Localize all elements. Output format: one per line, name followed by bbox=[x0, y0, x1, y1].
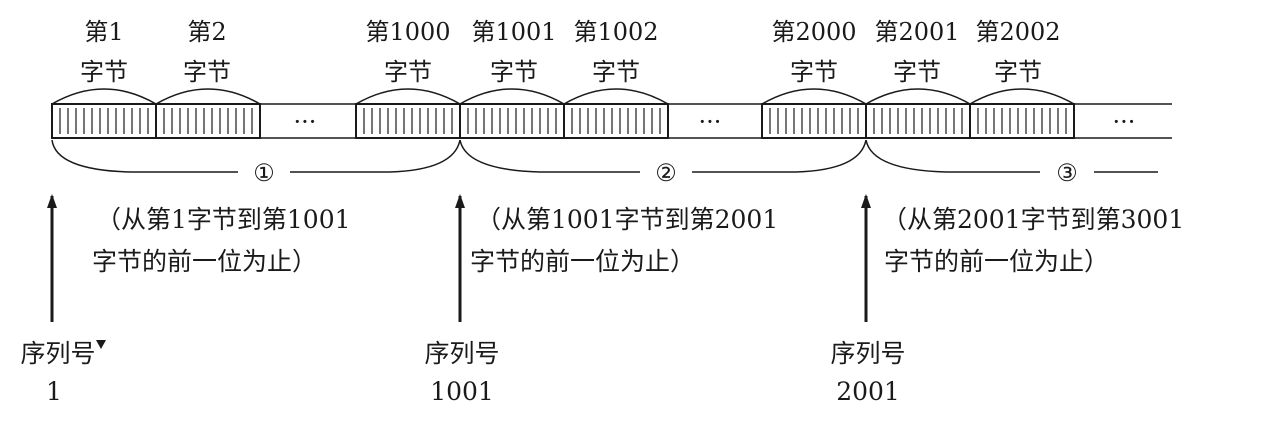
byte-label-2002-line1: 第2002 bbox=[975, 18, 1060, 46]
segment-3-desc-line1: （从第2001字节到第3001 bbox=[882, 205, 1184, 234]
byte-label-2-line2: 字节 bbox=[183, 58, 231, 86]
segment-braces bbox=[51, 139, 1158, 173]
brace-2-right bbox=[692, 139, 867, 173]
byte-label-1-line1: 第1 bbox=[84, 18, 123, 46]
segment-2-desc-line2: 字节的前一位为止） bbox=[470, 247, 695, 276]
sequence-labels: 序列号 1 序列号 1001 序列号 2001 bbox=[20, 339, 905, 406]
arch-byte-2 bbox=[155, 88, 261, 105]
seq-value-1: 1 bbox=[46, 377, 62, 406]
byte-cells bbox=[51, 103, 1075, 139]
segment-marker-3: ③ bbox=[1056, 159, 1078, 187]
byte-label-2001-line1: 第2001 bbox=[874, 18, 959, 46]
seq-label-1: 序列号 bbox=[20, 339, 95, 368]
arch-byte-2000 bbox=[761, 88, 867, 105]
byte-cell-2002 bbox=[969, 103, 1075, 139]
arch-byte-2001 bbox=[865, 88, 971, 105]
byte-cell-1002 bbox=[563, 103, 669, 139]
byte-label-1001-line2: 字节 bbox=[490, 58, 538, 86]
arch-byte-1001 bbox=[459, 88, 565, 105]
byte-cell-1001 bbox=[459, 103, 565, 139]
byte-label-1-line2: 字节 bbox=[80, 58, 128, 86]
gap-ellipsis-1: ··· bbox=[294, 108, 317, 136]
sequence-arrows bbox=[47, 194, 871, 322]
byte-stream-strip bbox=[51, 103, 1172, 139]
byte-label-2-line1: 第2 bbox=[187, 18, 226, 46]
seq-value-1001: 1001 bbox=[430, 377, 494, 406]
seq-label-1001: 序列号 bbox=[424, 339, 499, 368]
gap-ellipsis-3: ··· bbox=[1113, 108, 1136, 136]
brace-1-right bbox=[290, 139, 461, 173]
byte-label-1001-line1: 第1001 bbox=[471, 18, 556, 46]
arch-byte-1002 bbox=[563, 88, 669, 105]
arch-byte-2002 bbox=[969, 88, 1075, 105]
segment-marker-1: ① bbox=[253, 159, 275, 187]
segment-1-desc-line1: （从第1字节到第1001 bbox=[96, 205, 351, 234]
arch-byte-1 bbox=[51, 88, 157, 105]
byte-cell-1 bbox=[51, 103, 157, 139]
segment-1-desc-line2: 字节的前一位为止） bbox=[92, 247, 317, 276]
byte-label-1002-line2: 字节 bbox=[592, 58, 640, 86]
byte-label-1000-line2: 字节 bbox=[384, 58, 432, 86]
segment-descriptions: （从第1字节到第1001 字节的前一位为止） （从第1001字节到第2001 字… bbox=[92, 205, 1184, 276]
byte-cell-2000 bbox=[761, 103, 867, 139]
byte-label-1000-line1: 第1000 bbox=[365, 18, 450, 46]
seq-label-2001: 序列号 bbox=[830, 339, 905, 368]
seq-value-2001: 2001 bbox=[836, 377, 900, 406]
brace-3-left bbox=[865, 139, 1040, 173]
segment-2-desc-line1: （从第1001字节到第2001 bbox=[476, 205, 778, 234]
brace-2-left bbox=[459, 139, 640, 173]
segment-marker-2: ② bbox=[655, 159, 677, 187]
byte-cell-2 bbox=[155, 103, 261, 139]
brace-1-left bbox=[51, 139, 238, 173]
byte-label-2000-line2: 字节 bbox=[790, 58, 838, 86]
byte-label-2000-line1: 第2000 bbox=[771, 18, 856, 46]
byte-label-1002-line1: 第1002 bbox=[573, 18, 658, 46]
byte-label-2002-line2: 字节 bbox=[994, 58, 1042, 86]
arch-byte-1000 bbox=[355, 88, 461, 105]
byte-label-2001-line2: 字节 bbox=[893, 58, 941, 86]
segment-3-desc-line2: 字节的前一位为止） bbox=[884, 247, 1109, 276]
byte-labels: 第1 字节 第2 字节 第1000 字节 第1001 字节 第1002 字节 第… bbox=[80, 18, 1061, 86]
byte-arches bbox=[51, 88, 1075, 105]
gap-ellipsis-2: ··· bbox=[699, 108, 722, 136]
byte-cell-2001 bbox=[865, 103, 971, 139]
caret-down-icon bbox=[96, 340, 106, 349]
byte-cell-1000 bbox=[355, 103, 461, 139]
